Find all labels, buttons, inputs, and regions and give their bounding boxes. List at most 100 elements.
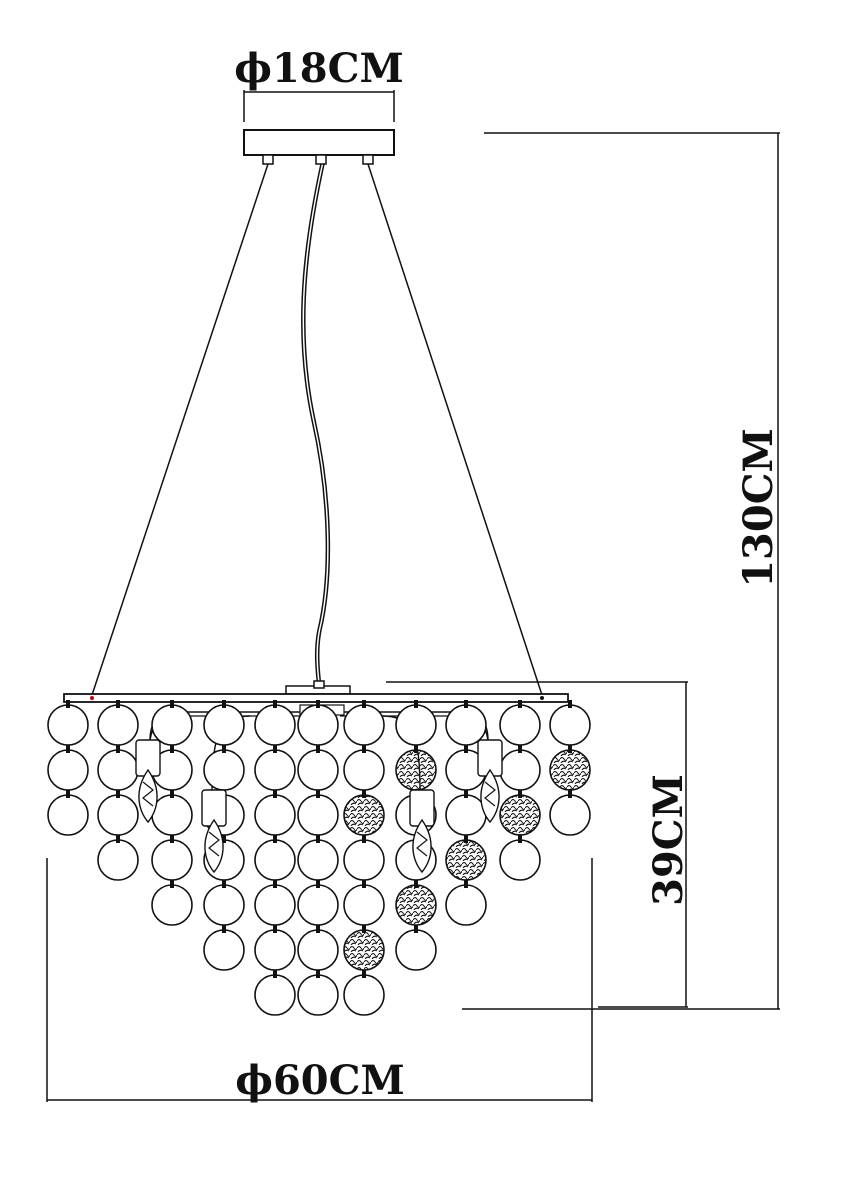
disc-connector: [273, 745, 277, 753]
disc-connector: [362, 700, 366, 708]
disc-connector: [518, 835, 522, 843]
disc-connector: [66, 745, 70, 753]
crystal-disc: [254, 704, 296, 746]
disc-connector: [362, 925, 366, 933]
crystal-disc: [47, 749, 89, 791]
canopy-diameter-dimension: ϕ18CM: [234, 45, 404, 122]
disc-connector: [362, 790, 366, 798]
disc-connector: [170, 745, 174, 753]
crystal-disc: [297, 839, 339, 881]
disc-connector: [464, 700, 468, 708]
crystal-disc: [499, 839, 541, 881]
crystal-disc: [549, 794, 591, 836]
crystal-disc: [203, 884, 245, 926]
disc-connector: [518, 700, 522, 708]
crystal-disc: [297, 884, 339, 926]
disc-connector: [170, 790, 174, 798]
crystal-disc: [499, 749, 541, 791]
disc-connector: [273, 970, 277, 978]
crystal-disc: [343, 974, 385, 1016]
crystal-disc: [203, 749, 245, 791]
disc-connector: [316, 700, 320, 708]
disc-connector: [316, 835, 320, 843]
disc-connector: [222, 745, 226, 753]
disc-connector: [273, 790, 277, 798]
disc-connector: [414, 745, 418, 753]
body-diameter-label: ϕ60CM: [235, 1057, 404, 1104]
crystal-disc: [343, 704, 385, 746]
disc-connector: [362, 880, 366, 888]
disc-connector: [414, 700, 418, 708]
disc-connector: [273, 925, 277, 933]
textured-crystal-disc: [343, 794, 385, 836]
disc-connector: [414, 880, 418, 888]
disc-connector: [66, 700, 70, 708]
crystal-disc: [445, 704, 487, 746]
textured-crystal-disc: [549, 749, 591, 791]
crystal-disc: [297, 974, 339, 1016]
ceiling-canopy: [243, 129, 395, 165]
canopy-diameter-label: ϕ18CM: [234, 45, 403, 92]
disc-connector: [568, 790, 572, 798]
disc-connector: [273, 700, 277, 708]
crystal-disc: [445, 884, 487, 926]
crystal-disc: [297, 749, 339, 791]
crystal-disc: [297, 704, 339, 746]
crystal-disc: [395, 929, 437, 971]
crystal-disc: [395, 704, 437, 746]
candle-bulb: [201, 789, 227, 874]
disc-connector: [170, 880, 174, 888]
disc-connector: [464, 880, 468, 888]
crystal-disc: [254, 929, 296, 971]
body-height-label: 39CM: [645, 774, 692, 906]
textured-crystal-disc: [395, 749, 437, 791]
light-bulbs: [135, 739, 503, 874]
textured-crystal-disc: [343, 929, 385, 971]
disc-connector: [316, 880, 320, 888]
body-diameter-dimension: ϕ60CM: [46, 858, 593, 1104]
disc-connector: [362, 745, 366, 753]
disc-connector: [116, 700, 120, 708]
crystal-disc: [343, 884, 385, 926]
candle-bulb: [409, 789, 435, 874]
disc-connector: [316, 970, 320, 978]
disc-connector: [66, 790, 70, 798]
disc-connector: [464, 835, 468, 843]
disc-connector: [222, 880, 226, 888]
disc-connector: [362, 970, 366, 978]
crystal-disc: [254, 794, 296, 836]
textured-crystal-disc: [395, 884, 437, 926]
crystal-disc: [499, 704, 541, 746]
crystal-disc: [297, 929, 339, 971]
crystal-disc: [254, 839, 296, 881]
crystal-discs: [47, 700, 591, 1016]
textured-crystal-disc: [445, 839, 487, 881]
disc-connector: [464, 790, 468, 798]
crystal-disc: [203, 929, 245, 971]
crystal-disc: [343, 749, 385, 791]
total-height-label: 130CM: [735, 428, 782, 588]
disc-connector: [414, 925, 418, 933]
body-height-dimension: 39CM: [386, 681, 692, 1008]
disc-connector: [116, 835, 120, 843]
crystal-disc: [97, 749, 139, 791]
crystal-disc: [97, 839, 139, 881]
disc-connector: [273, 835, 277, 843]
crystal-disc: [445, 794, 487, 836]
crystal-disc: [151, 794, 193, 836]
crystal-disc: [549, 704, 591, 746]
disc-connector: [362, 835, 366, 843]
disc-connector: [316, 790, 320, 798]
disc-connector: [222, 925, 226, 933]
textured-crystal-disc: [499, 794, 541, 836]
disc-connector: [316, 925, 320, 933]
disc-connector: [273, 880, 277, 888]
total-height-dimension: 130CM: [462, 132, 782, 1010]
crystal-disc: [151, 884, 193, 926]
disc-connector: [518, 790, 522, 798]
crystal-disc: [151, 839, 193, 881]
disc-connector: [116, 745, 120, 753]
disc-connector: [170, 700, 174, 708]
